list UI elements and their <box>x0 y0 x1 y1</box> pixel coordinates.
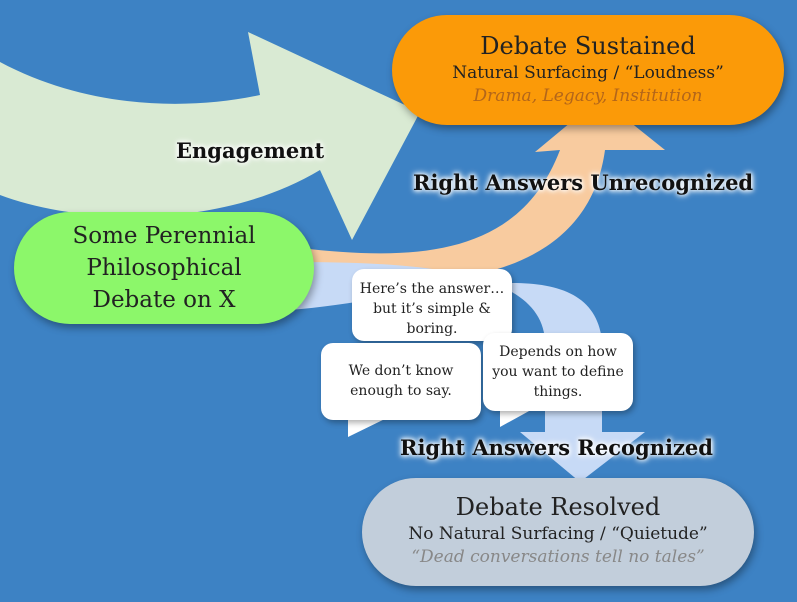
resolved-title: Debate Resolved <box>455 493 661 521</box>
sustained-title: Debate Sustained <box>480 32 696 60</box>
unrecognized-label: Right Answers Unrecognized <box>413 170 754 195</box>
unrecognized-arrow <box>300 98 665 283</box>
engagement-arrow <box>0 32 420 240</box>
start-line-1: Some Perennial <box>72 223 256 249</box>
depends-bubble: Depends on how you want to define things… <box>483 333 633 411</box>
resolved-note: “Dead conversations tell no tales” <box>411 547 705 567</box>
answer-bubble: Here’s the answer… but it’s simple & bor… <box>352 269 512 341</box>
start-line-2: Philosophical <box>86 255 242 281</box>
recognized-label: Right Answers Recognized <box>400 435 713 460</box>
sustained-subtitle: Natural Surfacing / “Loudness” <box>452 63 724 83</box>
recognized-arrow <box>290 262 645 482</box>
start-line-3: Debate on X <box>92 287 236 313</box>
start-node: Some Perennial Philosophical Debate on X <box>14 212 314 324</box>
dont-know-bubble: We don’t know enough to say. <box>321 343 481 420</box>
resolved-subtitle: No Natural Surfacing / “Quietude” <box>408 524 708 544</box>
dont-know-bubble-tail <box>348 415 393 437</box>
resolved-node: Debate Resolved No Natural Surfacing / “… <box>362 478 754 586</box>
engagement-label: Engagement <box>176 138 325 163</box>
sustained-node: Debate Sustained Natural Surfacing / “Lo… <box>392 15 784 125</box>
sustained-note: Drama, Legacy, Institution <box>473 86 703 106</box>
